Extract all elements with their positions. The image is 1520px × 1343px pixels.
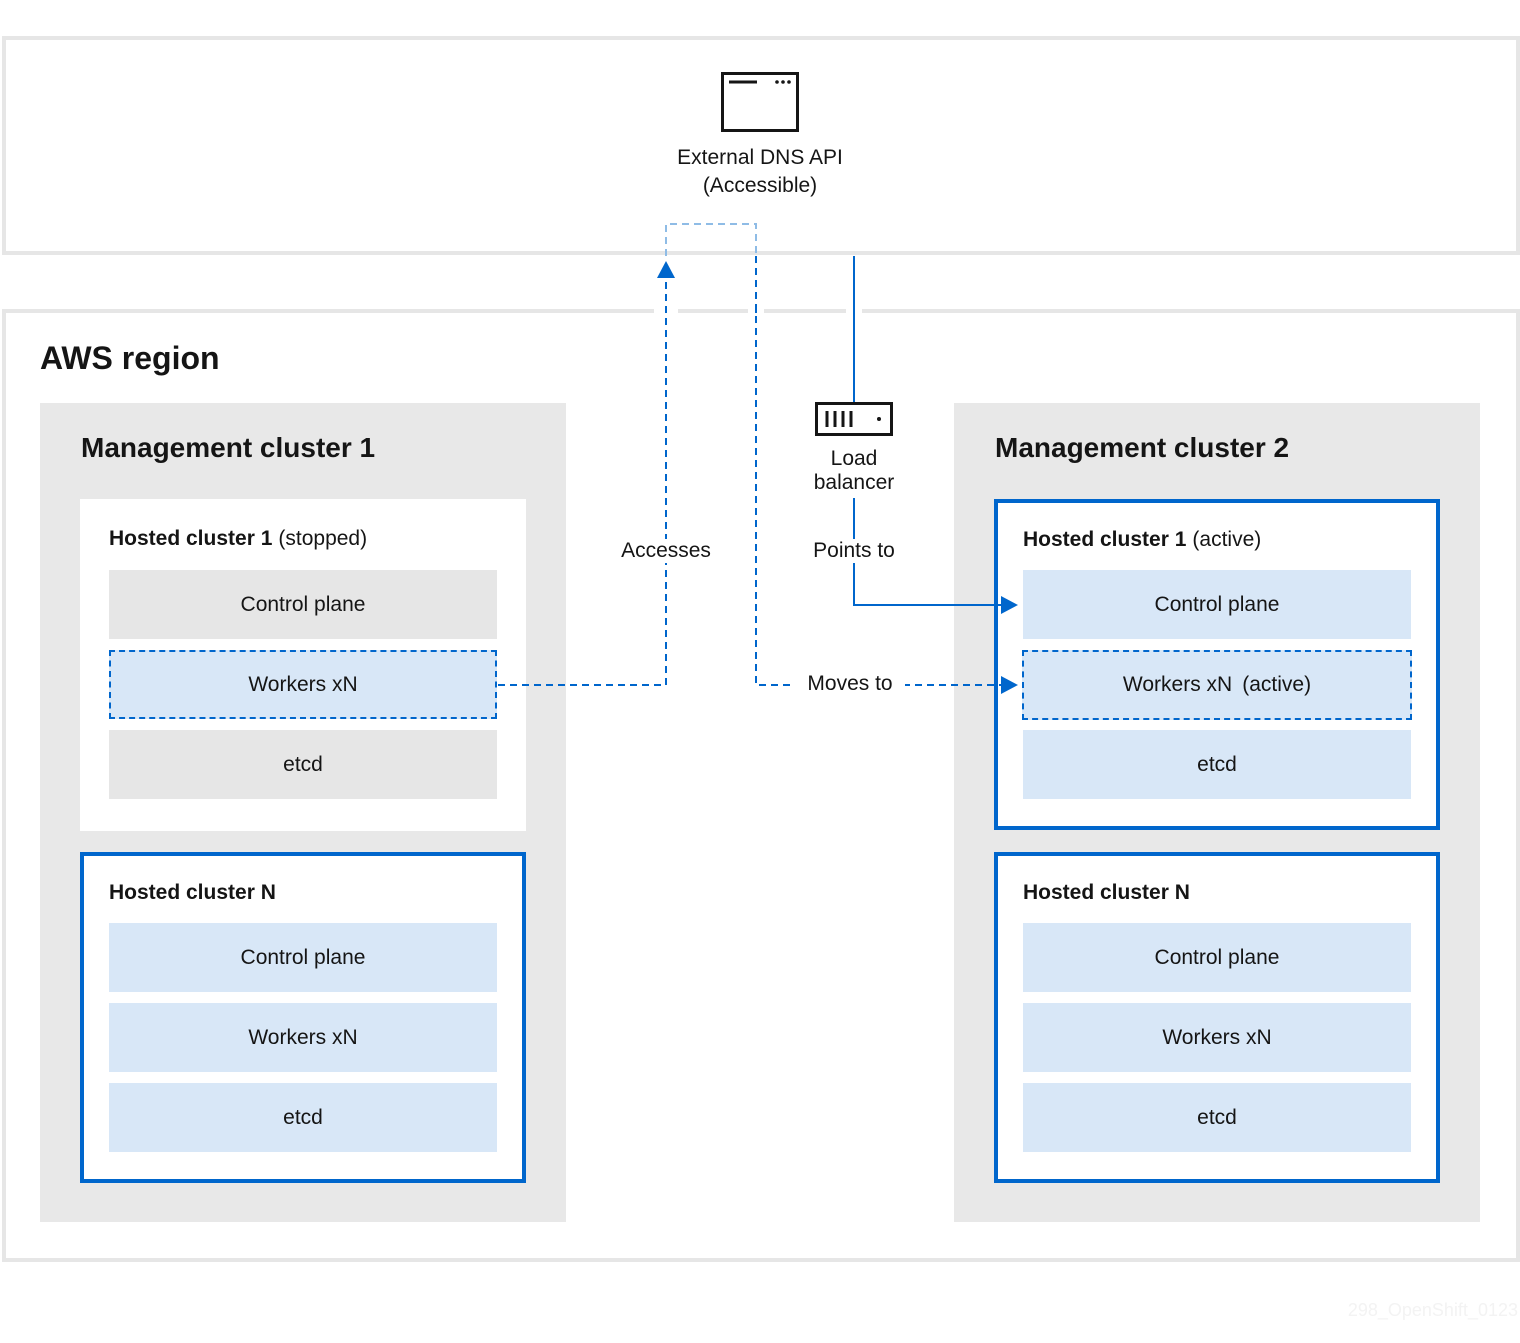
moves-to-label: Moves to — [795, 672, 905, 696]
management-cluster-2-title: Management cluster 2 — [995, 432, 1290, 463]
points-to-connector — [853, 498, 1004, 606]
workers-block: Workers xN — [109, 650, 497, 719]
hosted-cluster-n-left: Hosted cluster N Control plane Workers x… — [80, 852, 526, 1183]
load-balancer-label: Load balancer — [784, 447, 924, 495]
control-plane-block: Control plane — [1023, 570, 1411, 639]
etcd-block: etcd — [1023, 730, 1411, 799]
hosted-cluster-title: Hosted cluster 1(active) — [1023, 528, 1261, 552]
aws-region-title: AWS region — [40, 340, 220, 376]
accesses-connector — [498, 276, 667, 686]
management-cluster-1-title: Management cluster 1 — [81, 432, 376, 463]
hosted-cluster-name: Hosted cluster 1 — [1023, 528, 1187, 551]
etcd-block: etcd — [1023, 1083, 1411, 1152]
workers-block: Workers xN — [1023, 1003, 1411, 1072]
moves-to-arrowhead — [1001, 676, 1018, 694]
hosted-cluster-title: Hosted cluster 1(stopped) — [109, 527, 367, 551]
control-plane-block: Control plane — [109, 923, 497, 992]
points-to-label: Points to — [794, 539, 914, 563]
points-to-arrowhead — [1001, 596, 1018, 614]
browser-window-icon — [721, 72, 799, 132]
external-dns-label: External DNS API (Accessible) — [620, 144, 900, 200]
hosted-cluster-n-right: Hosted cluster N Control plane Workers x… — [994, 852, 1440, 1183]
load-balancer-line1: Load — [830, 447, 878, 470]
external-dns-name: External DNS API — [677, 146, 843, 169]
control-plane-block: Control plane — [1023, 923, 1411, 992]
dns-loop-connector — [665, 223, 757, 256]
accesses-label: Accesses — [606, 539, 726, 563]
hosted-cluster-name: Hosted cluster 1 — [109, 527, 273, 550]
external-dns-status: (Accessible) — [702, 174, 818, 197]
workers-state: (active) — [1242, 673, 1312, 696]
workers-block: Workers xN (active) — [1022, 650, 1412, 720]
load-balancer-line2: balancer — [813, 471, 895, 494]
hosted-cluster-state: (stopped) — [278, 527, 368, 550]
hosted-cluster-state: (active) — [1192, 528, 1262, 551]
load-balancer-icon — [815, 402, 893, 436]
workers-block: Workers xN — [109, 1003, 497, 1072]
workers-label: Workers xN — [1122, 673, 1233, 696]
moves-to-connector — [755, 256, 1004, 686]
hosted-cluster-name: Hosted cluster N — [1023, 881, 1190, 904]
etcd-block: etcd — [109, 1083, 497, 1152]
etcd-block: etcd — [109, 730, 497, 799]
hosted-cluster-title: Hosted cluster N — [1023, 881, 1190, 905]
hosted-cluster-1-stopped: Hosted cluster 1(stopped) Control plane … — [80, 499, 526, 831]
hosted-cluster-title: Hosted cluster N — [109, 881, 276, 905]
control-plane-block: Control plane — [109, 570, 497, 639]
watermark: 298_OpenShift_0123 — [1347, 1300, 1518, 1320]
hosted-cluster-1-active: Hosted cluster 1(active) Control plane W… — [994, 499, 1440, 830]
hosted-cluster-name: Hosted cluster N — [109, 881, 276, 904]
accesses-arrowhead — [657, 261, 675, 278]
